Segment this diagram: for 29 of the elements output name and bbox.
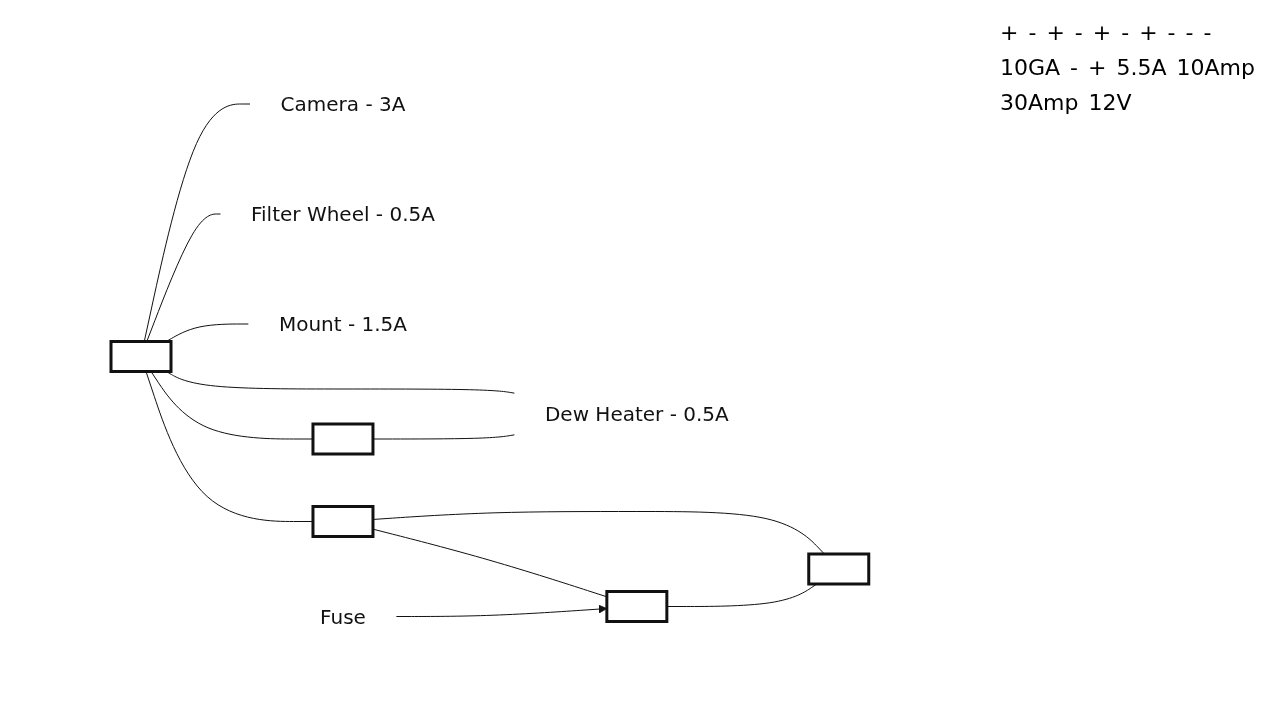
annotation-text: + <box>1139 20 1158 45</box>
annotation-text: + <box>1046 20 1065 45</box>
node-text: Dew Heater - 0.5A <box>545 401 729 426</box>
node-box <box>311 504 375 538</box>
annotation-text: 12V <box>1088 90 1132 115</box>
node-box <box>605 589 669 623</box>
annotation-text: 30Amp <box>1000 90 1079 115</box>
annotation-text: 5.5A <box>1116 55 1167 80</box>
node-box <box>807 552 871 586</box>
annotation-text: 10GA <box>1000 55 1061 80</box>
annotation-text: - <box>1167 20 1176 45</box>
annotation-text: - <box>1070 55 1079 80</box>
node-text: Fuse <box>320 604 366 629</box>
annotation-text: + <box>1088 55 1107 80</box>
annotation-text: + <box>1000 20 1019 45</box>
annotation-text: - <box>1203 20 1212 45</box>
connector <box>143 103 252 342</box>
annotation-text: - <box>1028 20 1037 45</box>
node-text: Filter Wheel - 0.5A <box>251 201 436 226</box>
annotation-text: - <box>1121 20 1130 45</box>
node-text: Camera - 3A <box>280 91 406 116</box>
node-box <box>109 339 173 373</box>
connector <box>146 213 222 342</box>
annotation-text: + <box>1092 20 1112 45</box>
annotation-text: - <box>1074 20 1083 45</box>
node-box <box>311 422 375 456</box>
annotation-text: - <box>1185 20 1194 45</box>
annotation-text: 10Amp <box>1176 55 1255 80</box>
node-text: Mount - 1.5A <box>279 311 408 336</box>
